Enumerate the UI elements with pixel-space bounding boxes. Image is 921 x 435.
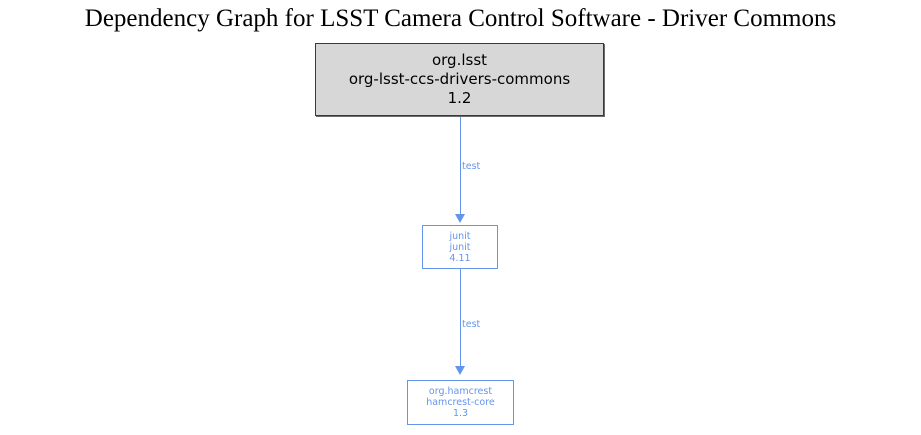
node-junit-artifact-id: junit: [449, 241, 471, 253]
page-title: Dependency Graph for LSST Camera Control…: [84, 5, 837, 32]
graph-node-root[interactable]: org.lsst org-lsst-ccs-drivers-commons 1.…: [315, 43, 604, 116]
graph-node-hamcrest-core[interactable]: org.hamcrest hamcrest-core 1.3: [407, 380, 514, 425]
graph-edge-junit-to-hamcrest: [460, 269, 461, 366]
node-junit-version: 4.11: [449, 252, 471, 264]
graph-edge-label-root-to-junit: test: [462, 161, 481, 172]
node-junit-group-id: junit: [449, 230, 471, 242]
node-root-artifact-id: org-lsst-ccs-drivers-commons: [348, 70, 571, 88]
graph-edge-root-to-junit: [460, 117, 461, 214]
graph-edge-label-junit-to-hamcrest: test: [462, 319, 481, 330]
arrow-head-icon: [455, 214, 465, 223]
arrow-head-icon: [455, 366, 465, 375]
node-hamcrest-group-id: org.hamcrest: [428, 386, 493, 397]
node-root-version: 1.2: [447, 89, 472, 107]
graph-node-junit[interactable]: junit junit 4.11: [422, 225, 498, 269]
node-hamcrest-artifact-id: hamcrest-core: [426, 397, 495, 408]
node-hamcrest-version: 1.3: [452, 408, 469, 419]
node-root-group-id: org.lsst: [431, 51, 488, 69]
